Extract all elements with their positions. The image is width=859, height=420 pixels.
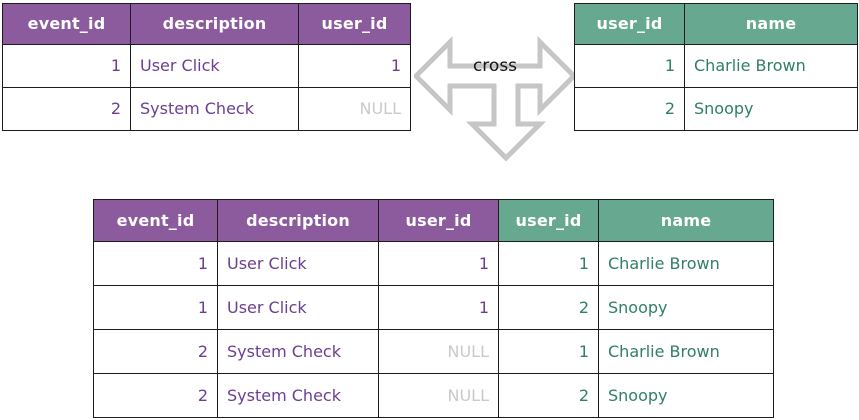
column-header-user-id: user_id [574,3,685,45]
column-header-event-id: event_id [2,3,131,45]
cell-event-id: 2 [93,329,218,374]
column-header-left-user-id: user_id [378,199,499,242]
cell-description: User Click [130,44,299,88]
cell-left-user-id: 1 [378,241,499,286]
column-header-name: name [684,3,858,45]
cell-left-user-id-null: NULL [378,329,499,374]
cell-description: System Check [130,87,299,131]
cell-name: Snoopy [598,285,774,330]
table-row: 1 User Click 1 2 Snoopy [93,285,774,330]
table-row: 1 User Click 1 [2,44,411,88]
table-row: 2 System Check NULL [2,87,411,131]
cell-name: Charlie Brown [598,241,774,286]
cross-join-arrow-icon [414,28,576,164]
column-header-user-id: user_id [298,3,411,45]
column-header-description: description [130,3,299,45]
column-header-description: description [217,199,379,242]
cell-description: System Check [217,373,379,418]
cell-description: User Click [217,285,379,330]
column-header-event-id: event_id [93,199,218,242]
cell-user-id-null: NULL [298,87,411,131]
cell-event-id: 2 [2,87,131,131]
column-header-name: name [598,199,774,242]
cell-user-id: 1 [574,44,685,88]
cell-event-id: 1 [93,285,218,330]
cell-user-id: 1 [298,44,411,88]
cell-left-user-id: 1 [378,285,499,330]
cell-right-user-id: 2 [498,285,599,330]
cell-user-id: 2 [574,87,685,131]
cell-name: Snoopy [598,373,774,418]
table-header-row: event_id description user_id user_id nam… [93,199,774,242]
table-header-row: event_id description user_id [2,3,411,45]
cell-right-user-id: 1 [498,241,599,286]
cell-event-id: 1 [93,241,218,286]
left-source-table: event_id description user_id 1 User Clic… [2,3,411,131]
table-header-row: user_id name [574,3,858,45]
join-type-label: cross [472,56,518,76]
cell-name: Snoopy [684,87,858,131]
cell-right-user-id: 1 [498,329,599,374]
table-row: 2 System Check NULL 1 Charlie Brown [93,329,774,374]
table-row: 1 User Click 1 1 Charlie Brown [93,241,774,286]
cell-event-id: 1 [2,44,131,88]
cell-description: User Click [217,241,379,286]
table-row: 2 System Check NULL 2 Snoopy [93,373,774,418]
join-result-table: event_id description user_id user_id nam… [93,199,774,418]
column-header-right-user-id: user_id [498,199,599,242]
cell-description: System Check [217,329,379,374]
cell-event-id: 2 [93,373,218,418]
table-row: 1 Charlie Brown [574,44,858,88]
cell-right-user-id: 2 [498,373,599,418]
cell-left-user-id-null: NULL [378,373,499,418]
cell-name: Charlie Brown [684,44,858,88]
table-row: 2 Snoopy [574,87,858,131]
cell-name: Charlie Brown [598,329,774,374]
right-source-table: user_id name 1 Charlie Brown 2 Snoopy [574,3,858,131]
